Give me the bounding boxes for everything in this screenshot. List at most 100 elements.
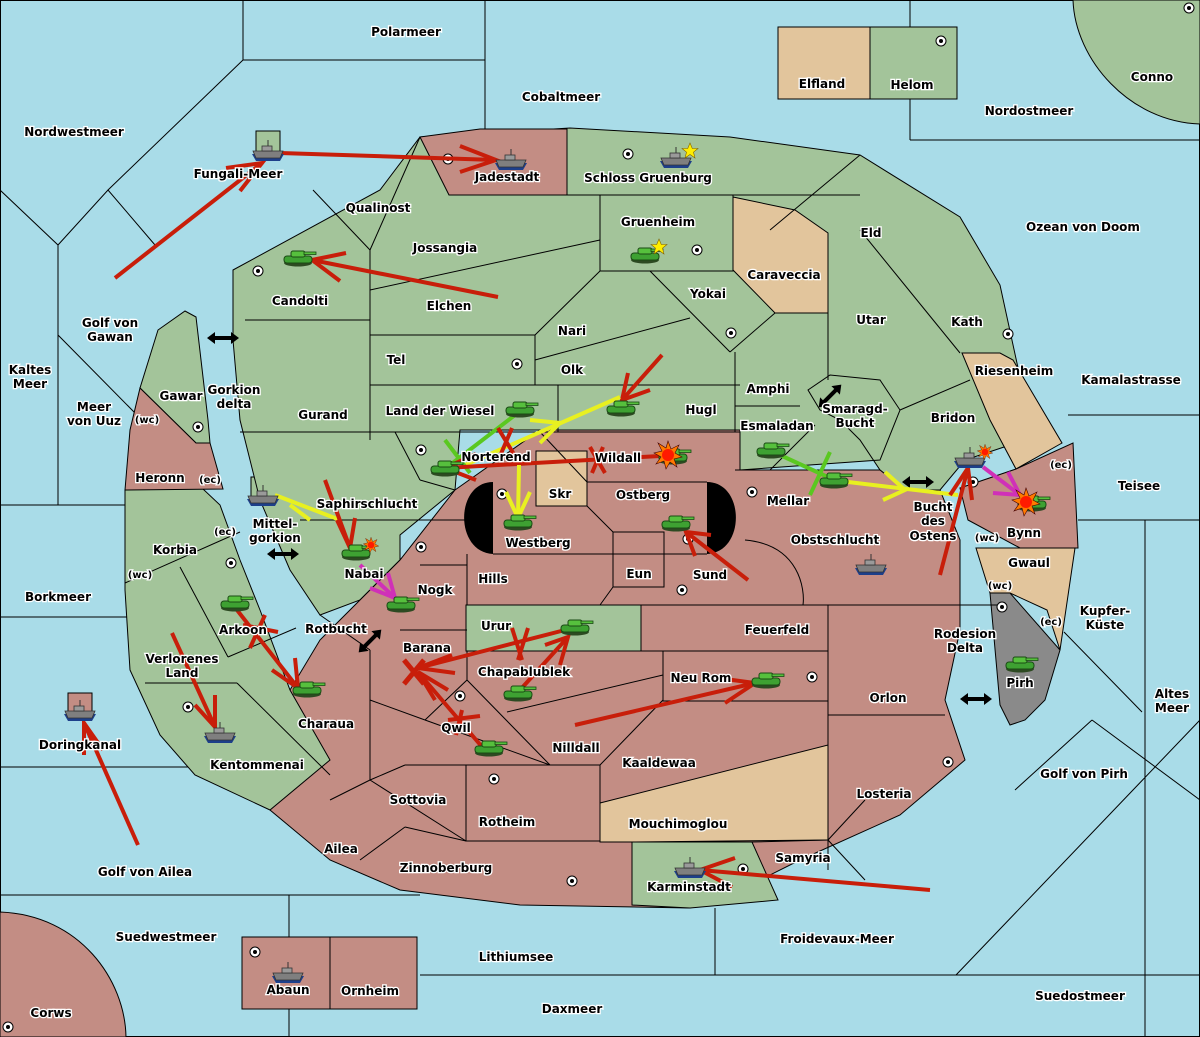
supply-center-icon bbox=[415, 541, 427, 553]
supply-center-icon bbox=[182, 701, 194, 713]
supply-center-icon bbox=[691, 244, 703, 256]
province-karminstadt[interactable] bbox=[631, 841, 779, 909]
province-label: Sottovia bbox=[390, 793, 447, 807]
province-label: Abaun bbox=[266, 983, 309, 997]
province-label: Hugl bbox=[685, 403, 716, 417]
sea-label: Ozean von Doom bbox=[1026, 220, 1140, 234]
province-label: Utar bbox=[856, 313, 886, 327]
province-label: Chapablublek bbox=[478, 665, 571, 679]
convoy-order-wiesel bbox=[448, 413, 517, 467]
supply-center-icon bbox=[806, 671, 818, 683]
province-label: Westberg bbox=[505, 536, 570, 550]
supply-center-icon bbox=[192, 421, 204, 433]
arrowhead bbox=[544, 633, 571, 666]
province-label: Hills bbox=[478, 572, 508, 586]
province-label: Gwaul bbox=[1008, 556, 1050, 570]
sea-label: Polarmeer bbox=[371, 25, 441, 39]
province-label: Charaua bbox=[298, 717, 354, 731]
sea-label: Kupfer- bbox=[1080, 604, 1130, 618]
sea-label: Rotbucht bbox=[305, 622, 367, 636]
arrowhead bbox=[82, 716, 105, 755]
sea-label: gorkion bbox=[249, 531, 301, 545]
sea-label: Borkmeer bbox=[25, 590, 91, 604]
province-label: Urur bbox=[481, 619, 511, 633]
province-label: Elchen bbox=[427, 299, 472, 313]
failed-order-x bbox=[447, 709, 481, 736]
supply-center-icon bbox=[225, 557, 237, 569]
failed-order-x bbox=[510, 627, 530, 661]
province-label: Land der Wiesel bbox=[386, 404, 495, 418]
coast-label-korbia-ec: (ec) bbox=[214, 527, 236, 538]
province-label: Gawar bbox=[159, 389, 202, 403]
sea-label: Gorkion bbox=[208, 383, 261, 397]
province-ornheim[interactable] bbox=[329, 936, 418, 1010]
province-label: Ailea bbox=[324, 842, 358, 856]
province-labels: Elfland Helom Conno Jadestadt Schloss Gr… bbox=[29, 69, 1174, 1022]
sea-label: des bbox=[921, 514, 945, 528]
move-order-to-doringkanal bbox=[82, 722, 140, 846]
supply-center-icon bbox=[415, 444, 427, 456]
supply-center-icon bbox=[249, 946, 261, 958]
province-label: Amphi bbox=[746, 382, 789, 396]
impassable-west bbox=[464, 482, 493, 554]
supply-center-icon bbox=[488, 773, 500, 785]
province-label: Kaaldewaa bbox=[622, 756, 696, 770]
province-heronn[interactable] bbox=[124, 387, 224, 491]
sea-label: Mittel- bbox=[253, 517, 298, 531]
sea-labels: Polarmeer Cobaltmeer Nordwestmeer Fungal… bbox=[7, 24, 1190, 1018]
sea-label: Nordostmeer bbox=[985, 104, 1074, 118]
move-order-qwil-barana bbox=[416, 670, 485, 750]
failed-order-x bbox=[496, 426, 517, 458]
sea-label: Smaragd- bbox=[822, 402, 887, 416]
province-label: Korbia bbox=[153, 543, 197, 557]
sea-label: Küste bbox=[1086, 618, 1125, 632]
sea-label: Meer bbox=[13, 377, 47, 391]
move-order-to-sund bbox=[684, 530, 750, 582]
supply-center-icon bbox=[1002, 328, 1014, 340]
province-label: Gurand bbox=[298, 408, 348, 422]
move-order-wildall-norterend bbox=[444, 454, 661, 470]
support-line bbox=[288, 503, 312, 522]
move-order-elchen-candolti bbox=[311, 258, 499, 299]
supply-center-icon bbox=[511, 358, 523, 370]
province-corws[interactable] bbox=[0, 911, 127, 1037]
sea-label: Meer bbox=[1155, 701, 1189, 715]
supply-center-icon bbox=[725, 327, 737, 339]
province-label: Nogk bbox=[418, 583, 454, 597]
province-label: Verlorenes bbox=[146, 652, 219, 666]
sea-label: Teisee bbox=[1118, 479, 1160, 493]
sea-label: von Uuz bbox=[67, 414, 121, 428]
province-label: Jadestadt bbox=[474, 170, 540, 184]
arrowhead bbox=[619, 372, 651, 404]
province-label: Schloss Gruenburg bbox=[584, 171, 712, 185]
province-label: Bynn bbox=[1007, 526, 1041, 540]
sea-label: Cobaltmeer bbox=[522, 90, 600, 104]
province-riesenheim[interactable] bbox=[961, 352, 1063, 470]
region-green-west[interactable] bbox=[124, 471, 331, 811]
failed-order-x bbox=[588, 446, 607, 474]
province-conno[interactable] bbox=[1072, 0, 1200, 125]
province-label: Obstschlucht bbox=[791, 533, 880, 547]
move-order-urur-barana bbox=[417, 628, 566, 670]
retreat-order-bynn bbox=[981, 465, 1022, 497]
province-label: Neu Rom bbox=[671, 671, 732, 685]
failed-order-x bbox=[242, 614, 279, 649]
province-label: Samyria bbox=[775, 851, 830, 865]
move-order-to-karminstadt bbox=[699, 868, 931, 892]
province-label: Land bbox=[166, 666, 199, 680]
province-label: Qualinost bbox=[346, 201, 411, 215]
sea-label: delta bbox=[217, 397, 252, 411]
sea-label: Suedwestmeer bbox=[116, 930, 217, 944]
province-label: Kath bbox=[951, 315, 983, 329]
arrowhead bbox=[882, 470, 909, 502]
province-label: Gruenheim bbox=[621, 215, 695, 229]
sea-label: Rodesion bbox=[934, 627, 996, 641]
province-label: Candolti bbox=[272, 294, 328, 308]
supply-center-icon bbox=[746, 486, 758, 498]
arrowhead bbox=[416, 670, 450, 702]
province-label: Helom bbox=[890, 78, 933, 92]
province-label: Sund bbox=[693, 568, 727, 582]
move-order-to-neu-rom bbox=[574, 681, 756, 727]
province-label: Conno bbox=[1131, 70, 1173, 84]
